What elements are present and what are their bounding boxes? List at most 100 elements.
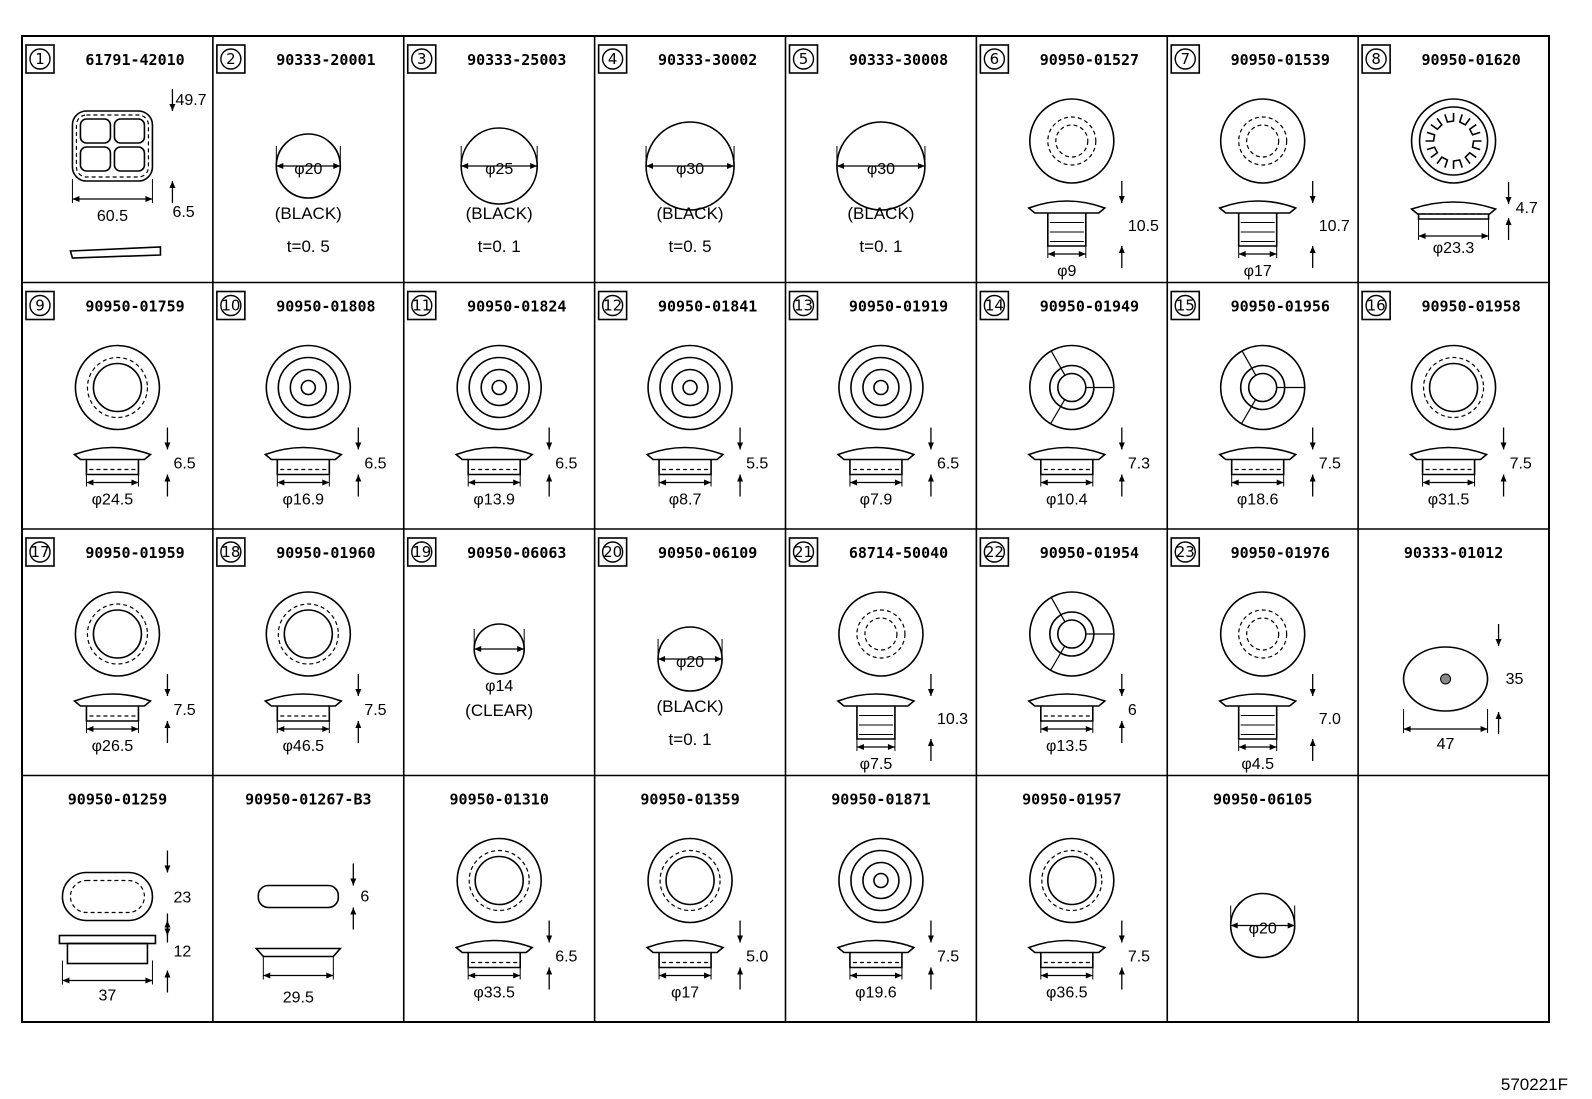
grommet-outer bbox=[74, 344, 161, 431]
grommet-hidden-ring bbox=[1238, 116, 1288, 166]
grommet-ring bbox=[480, 368, 518, 407]
dimension-arrow bbox=[1481, 233, 1489, 239]
part-number: 90950-01267-B3 bbox=[245, 791, 371, 809]
index-circle bbox=[1365, 294, 1387, 317]
grommet-body bbox=[276, 459, 331, 476]
dimension-arrow bbox=[1309, 689, 1316, 696]
dimension-arrow bbox=[1230, 922, 1238, 929]
diameter-label: φ23.3 bbox=[1433, 240, 1475, 257]
dimension-arrow bbox=[927, 967, 934, 975]
dimension-arrow bbox=[1403, 726, 1411, 732]
height-label: 5.5 bbox=[746, 456, 768, 473]
index-number: 3 bbox=[417, 50, 427, 68]
grommet-inner-outline bbox=[75, 114, 150, 178]
index-circle bbox=[792, 48, 815, 70]
dimension-arrow bbox=[164, 689, 171, 696]
height-label: 7.5 bbox=[1319, 456, 1341, 473]
grommet-side bbox=[254, 947, 343, 958]
grommet-ring bbox=[671, 368, 709, 407]
part-number: 90950-01958 bbox=[1421, 298, 1520, 316]
diameter-label: φ7.5 bbox=[860, 756, 893, 773]
grommet-flange bbox=[1027, 446, 1107, 461]
index-number: 9 bbox=[35, 297, 45, 315]
dimension-arrow bbox=[1309, 246, 1316, 253]
grommet-body bbox=[849, 459, 903, 476]
diameter-label: φ9 bbox=[1057, 263, 1076, 280]
grommet-hidden-ring bbox=[1041, 849, 1103, 912]
part-number: 90950-01824 bbox=[467, 298, 566, 316]
dimension-arrow bbox=[1118, 935, 1125, 943]
part-number: 90950-01527 bbox=[1040, 51, 1139, 69]
diameter-label: φ10.4 bbox=[1046, 492, 1088, 509]
dimension-arrow bbox=[546, 474, 553, 482]
grommet-body bbox=[1421, 459, 1476, 476]
dimension-arrow bbox=[86, 726, 94, 732]
dimension-arrow bbox=[646, 163, 654, 169]
grommet-hidden-ring bbox=[1055, 124, 1089, 158]
part-number: 90950-01959 bbox=[85, 544, 184, 562]
grommet-slit bbox=[1050, 350, 1066, 376]
color-note: (BLACK) bbox=[657, 204, 724, 223]
drawing-number: 570221F bbox=[1501, 1075, 1568, 1094]
index-circle bbox=[220, 541, 242, 563]
part-number: 90950-01359 bbox=[640, 791, 739, 809]
grommet-outer bbox=[1029, 98, 1115, 184]
grommet-outline bbox=[71, 110, 154, 182]
dimension-arrow bbox=[737, 967, 744, 975]
grommet-ring bbox=[850, 356, 912, 419]
grommet-hole bbox=[873, 379, 889, 396]
grommet-hidden-ring bbox=[468, 849, 530, 912]
center-mark bbox=[1440, 673, 1452, 685]
grommet-outer bbox=[838, 591, 924, 677]
grommet-hole bbox=[283, 609, 334, 659]
part-number: 90950-01310 bbox=[450, 791, 549, 809]
diameter-label: φ20 bbox=[294, 161, 322, 178]
dimension-arrow bbox=[164, 928, 171, 936]
width-label: 60.5 bbox=[97, 208, 128, 225]
grommet-hidden-ring bbox=[86, 356, 149, 419]
diameter-label: φ4.5 bbox=[1241, 756, 1274, 773]
width-label: 37 bbox=[99, 988, 117, 1005]
index-number: 15 bbox=[1176, 297, 1195, 315]
dimension-arrow bbox=[145, 196, 153, 202]
grommet-flange bbox=[645, 939, 725, 954]
grommet-slit bbox=[1241, 350, 1257, 376]
height-label: 49.7 bbox=[175, 92, 206, 109]
dimension-arrow bbox=[517, 646, 525, 652]
height-label: 7.5 bbox=[173, 702, 195, 719]
grommet-outer bbox=[1219, 591, 1306, 677]
thickness-note: t=0. 5 bbox=[669, 237, 712, 256]
grommet-body bbox=[467, 952, 521, 969]
thickness-note: t=0. 1 bbox=[669, 730, 712, 749]
part-number: 90333-20001 bbox=[276, 51, 375, 69]
height-label: 10.5 bbox=[1128, 218, 1159, 235]
dimension-arrow bbox=[1500, 442, 1507, 450]
index-number: 17 bbox=[30, 543, 49, 561]
grommet-hidden-ring bbox=[1246, 617, 1280, 651]
index-number: 14 bbox=[985, 297, 1004, 315]
grommet-body bbox=[1047, 213, 1087, 247]
grommet-body bbox=[85, 459, 140, 476]
index-circle bbox=[601, 294, 624, 317]
index-circle bbox=[29, 48, 51, 70]
dimension-arrow bbox=[350, 907, 357, 915]
index-circle bbox=[411, 541, 433, 563]
dimension-arrow bbox=[1418, 233, 1426, 239]
grommet-flange bbox=[454, 939, 534, 954]
grommet-outer bbox=[265, 591, 352, 677]
grommet-outer bbox=[265, 344, 352, 431]
dimension-arrow bbox=[849, 972, 857, 979]
grommet-window bbox=[79, 146, 112, 172]
dimension-arrow bbox=[1495, 712, 1502, 719]
color-note: (BLACK) bbox=[275, 204, 342, 223]
grommet-hidden-ring bbox=[277, 603, 339, 665]
dimension-arrow bbox=[164, 442, 171, 450]
grommet-flange bbox=[263, 446, 343, 461]
dimension-arrow bbox=[326, 972, 334, 979]
index-circle bbox=[601, 541, 624, 563]
